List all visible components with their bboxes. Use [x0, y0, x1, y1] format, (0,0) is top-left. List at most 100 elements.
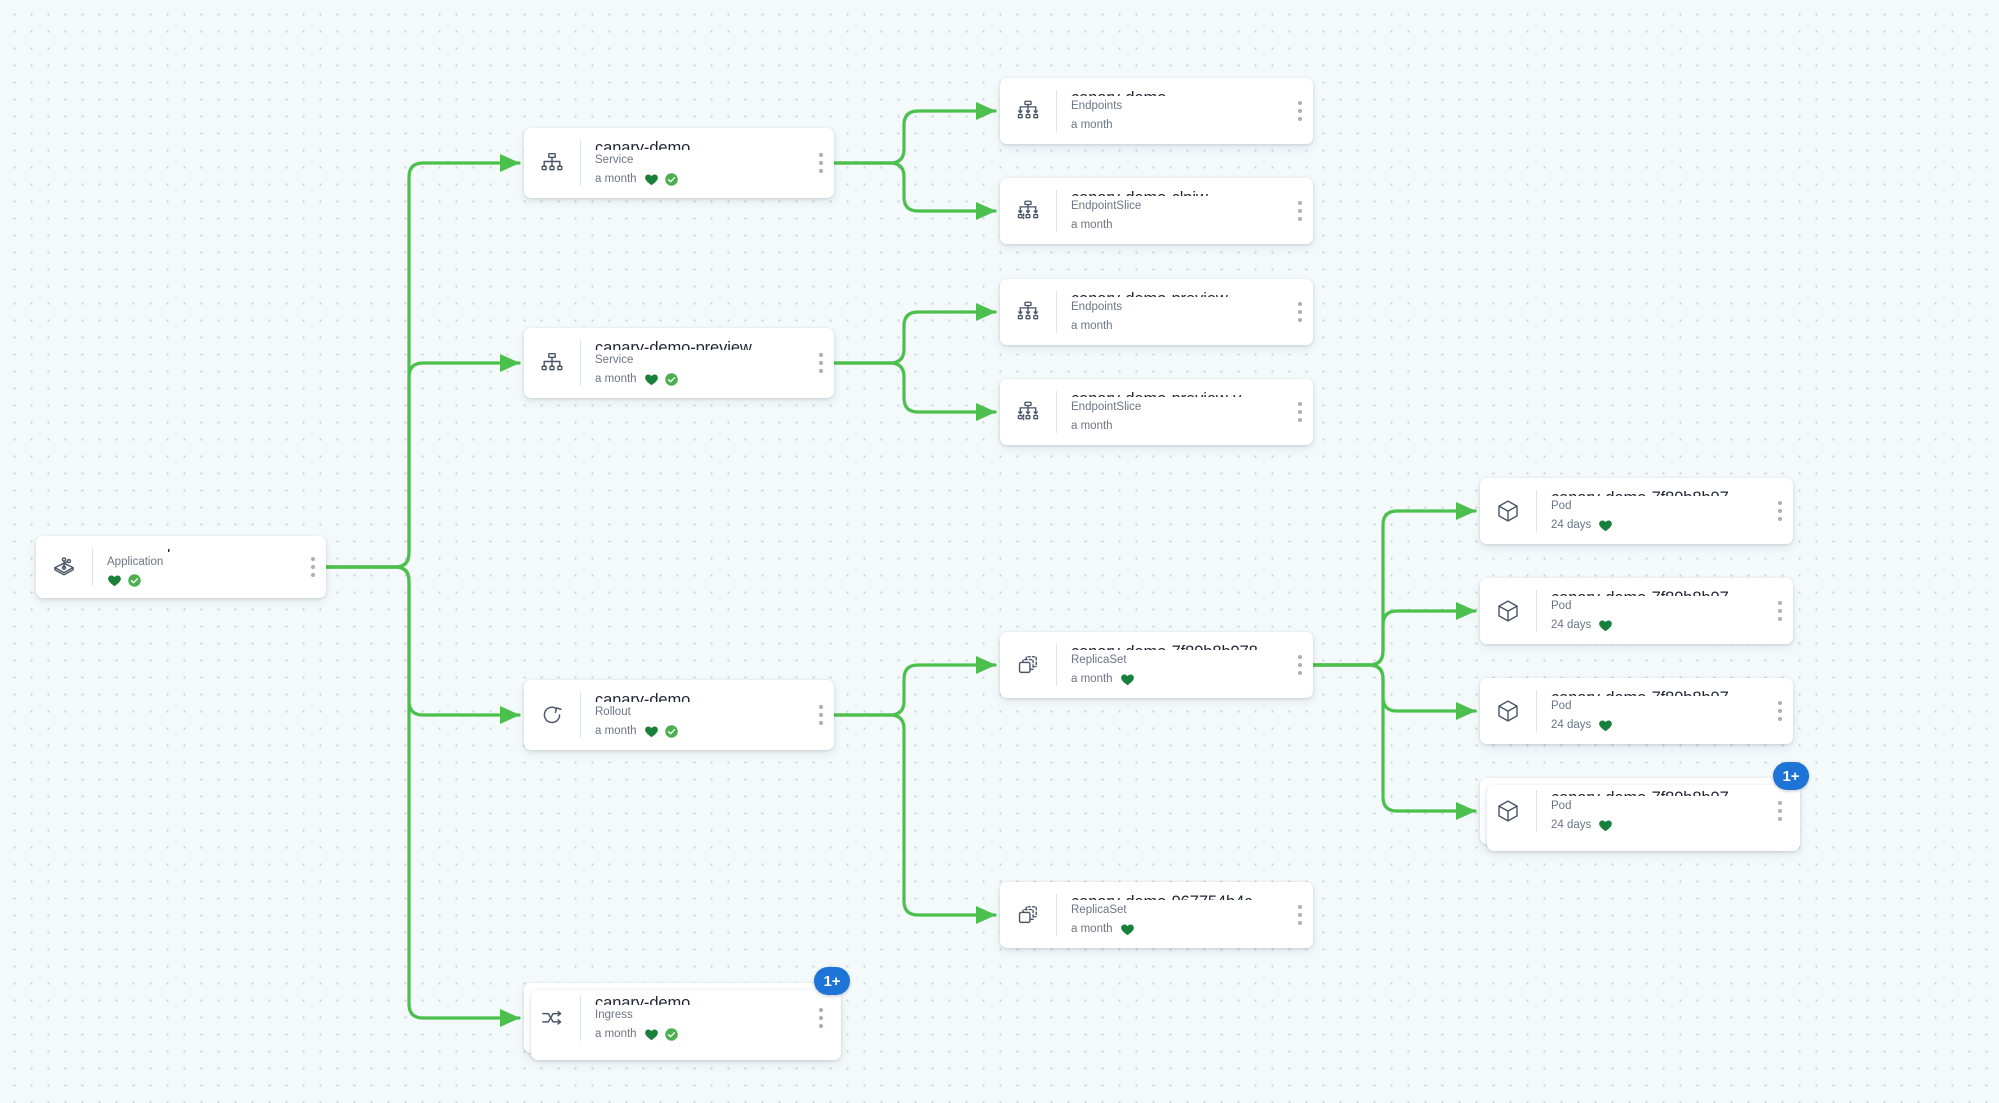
tree-edge [832, 102, 997, 165]
node-kind: Service [595, 354, 634, 366]
node-actions-menu-icon[interactable] [808, 983, 834, 1053]
node-actions-menu-icon[interactable] [1767, 678, 1793, 744]
node-actions-menu-icon[interactable] [1767, 478, 1793, 544]
node-title: canary-demo-preview-v… [1071, 389, 1277, 397]
tree-edge [832, 303, 997, 365]
node-age: a month [1071, 119, 1113, 131]
node-age: a month [1071, 320, 1113, 332]
collapsed-count-badge[interactable]: 1+ [1773, 762, 1809, 790]
health-heart-icon[interactable] [1120, 922, 1135, 937]
sync-status-icon[interactable] [664, 1027, 679, 1042]
collapsed-count-badge[interactable]: 1+ [814, 967, 850, 995]
health-heart-icon[interactable] [644, 372, 659, 387]
node-divider [580, 995, 581, 1041]
node-body: canary-demo-previewEndpointsa month [1057, 279, 1287, 345]
node-body: canary-demo-967754b4cReplicaSeta month [1057, 882, 1287, 948]
sync-status-icon[interactable] [664, 372, 679, 387]
node-actions-menu-icon[interactable] [1767, 578, 1793, 644]
health-heart-icon[interactable] [644, 724, 659, 739]
node-divider [1536, 690, 1537, 732]
health-heart-icon[interactable] [1598, 718, 1613, 733]
node-age: a month [1071, 420, 1113, 432]
service-icon [524, 328, 580, 398]
resource-node-endpoints[interactable]: canary-demoEndpointsa month [1000, 78, 1313, 144]
node-actions-menu-icon[interactable] [808, 128, 834, 198]
pod-icon [1480, 778, 1536, 844]
status-icons [1598, 618, 1613, 633]
node-actions-menu-icon[interactable] [1287, 882, 1313, 948]
resource-node-replicaset[interactable]: canary-demo-7f89b8b978ReplicaSeta month [1000, 632, 1313, 698]
node-divider [1536, 590, 1537, 632]
node-kind: ReplicaSet [1071, 654, 1127, 666]
node-kind: Service [595, 154, 634, 166]
replicaset-icon [1000, 632, 1056, 698]
tree-edge [1311, 663, 1477, 820]
sync-status-icon[interactable] [664, 724, 679, 739]
tree-edge [1311, 663, 1477, 720]
node-kind: Application [107, 556, 164, 568]
node-age: a month [595, 725, 637, 737]
resource-node-endpoints[interactable]: canary-demo-previewEndpointsa month [1000, 279, 1313, 345]
tree-edge [832, 161, 997, 220]
node-actions-menu-icon[interactable] [1287, 379, 1313, 445]
node-actions-menu-icon[interactable] [1287, 78, 1313, 144]
health-heart-icon[interactable] [644, 172, 659, 187]
node-age: 24 days [1551, 519, 1592, 531]
status-icons [1598, 518, 1613, 533]
node-title: canary-demo [595, 994, 691, 1005]
node-divider [1056, 291, 1057, 333]
node-kind: Endpoints [1071, 301, 1123, 313]
node-title: canary-demo [595, 691, 691, 702]
node-actions-menu-icon[interactable] [1767, 778, 1793, 844]
status-icons [1120, 922, 1135, 937]
health-heart-icon[interactable] [1598, 618, 1613, 633]
node-body: canary-demo-clpjwEndpointSlicea month [1057, 178, 1287, 244]
resource-node-endpointslice[interactable]: canary-demo-clpjwEndpointSlicea month [1000, 178, 1313, 244]
node-actions-menu-icon[interactable] [1287, 178, 1313, 244]
node-divider [580, 140, 581, 186]
node-meta: 24 days [1551, 717, 1757, 734]
pod-icon [1480, 578, 1536, 644]
pod-icon [1480, 478, 1536, 544]
health-heart-icon[interactable] [1598, 818, 1613, 833]
node-divider [580, 692, 581, 738]
node-meta: a month [1071, 117, 1277, 134]
sync-status-icon[interactable] [664, 172, 679, 187]
node-actions-menu-icon[interactable] [300, 536, 326, 598]
node-actions-menu-icon[interactable] [808, 680, 834, 750]
node-title: canary-demo-7f89b8b978 [1071, 642, 1277, 650]
health-heart-icon[interactable] [107, 573, 122, 588]
node-age: a month [595, 373, 637, 385]
node-actions-menu-icon[interactable] [808, 328, 834, 398]
node-kind: Ingress [595, 1009, 633, 1021]
node-title: canary-demo-clpjw [1071, 188, 1277, 196]
resource-node-application[interactable]: canary-demoApplication [36, 536, 326, 598]
node-kind: ReplicaSet [1071, 904, 1127, 916]
node-meta: a month [595, 371, 798, 388]
health-heart-icon[interactable] [1120, 672, 1135, 687]
health-heart-icon[interactable] [1598, 518, 1613, 533]
node-divider [580, 340, 581, 386]
node-meta: a month [1071, 418, 1277, 435]
node-kind: Pod [1551, 800, 1572, 812]
node-kind: Pod [1551, 600, 1572, 612]
health-heart-icon[interactable] [644, 1027, 659, 1042]
tree-edge [324, 154, 521, 569]
tree-edge [832, 361, 997, 421]
resource-node-replicaset[interactable]: canary-demo-967754b4cReplicaSeta month [1000, 882, 1313, 948]
node-actions-menu-icon[interactable] [1287, 279, 1313, 345]
node-actions-menu-icon[interactable] [1287, 632, 1313, 698]
sync-status-icon[interactable] [127, 573, 142, 588]
